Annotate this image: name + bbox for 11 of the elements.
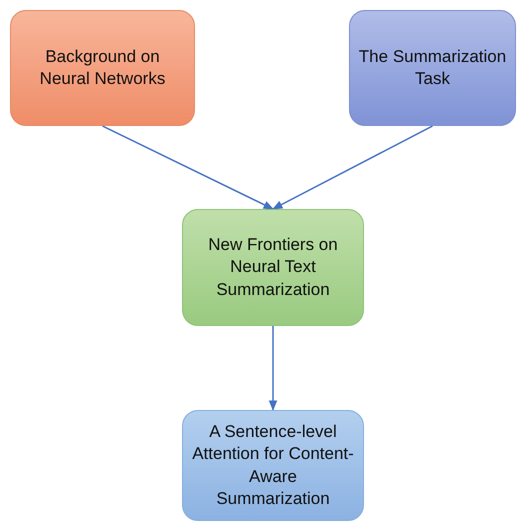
box-label: A Sentence-level Attention for Content-Aware Summarization [191,421,355,510]
arrow [268,326,278,412]
process-box [182,209,364,326]
process-box [10,10,195,126]
process-box [349,10,516,126]
box-label: The Summarization Task [358,46,508,90]
box-label: New Frontiers on Neural Text Summarization [207,234,339,301]
box-label: Background on Neural Networks [38,46,166,90]
arrow [102,125,274,210]
process-box [182,410,364,521]
arrow [272,125,433,210]
